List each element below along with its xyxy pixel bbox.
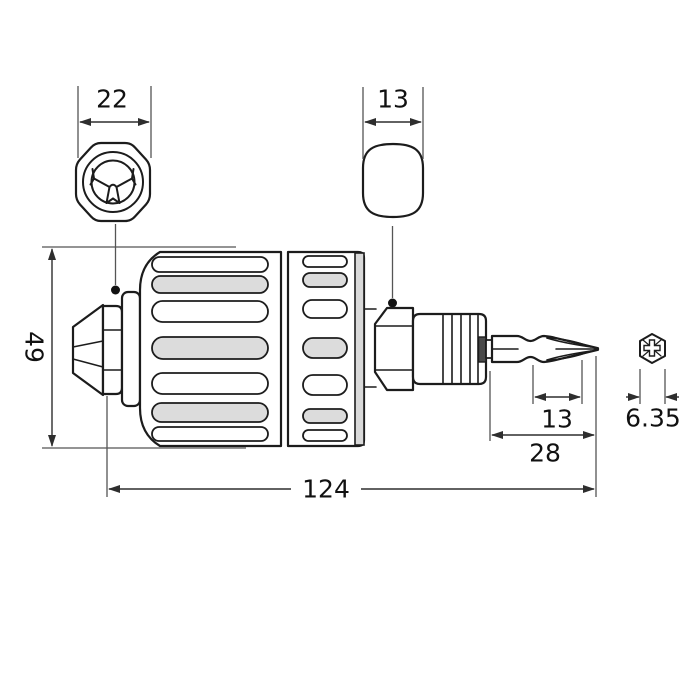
- sleeve-end-leader-dot: [388, 298, 397, 308]
- front-view-sleeve-end: [361, 142, 425, 308]
- dim-chuck-face-width: 22: [77, 85, 152, 158]
- dim-bit-hex-size-label: 6.35: [625, 404, 681, 433]
- bit-hex-cross-ticks: [642, 339, 662, 357]
- dim-bit-exposed-length: 28: [489, 371, 595, 468]
- dim-body-diameter: 49: [20, 246, 246, 449]
- grip-rear-band: [354, 252, 365, 446]
- nose-cone: [71, 303, 105, 397]
- grip-front-ribs: [151, 256, 269, 442]
- dim-chuck-face-width-label: 22: [96, 85, 128, 114]
- hex-shank-facet-lines: [375, 325, 414, 371]
- dimensions: 22 13 49 13 28: [20, 85, 681, 504]
- dim-overall-length-label: 124: [302, 475, 350, 504]
- dim-bit-hex-size: 6.35: [625, 369, 681, 433]
- quick-release-sleeve: [411, 312, 488, 386]
- dim-sleeve-end-width: 13: [362, 85, 424, 159]
- side-view-assembly: [71, 250, 600, 448]
- chuck-face-leader-dot: [111, 285, 120, 295]
- dim-bit-exposed-length-label: 28: [529, 439, 561, 468]
- sleeve-end-outline: [361, 142, 425, 219]
- nose-cone-jaw-seams: [72, 340, 104, 368]
- dim-overall-length: 124: [106, 356, 597, 504]
- sleeve-end-cap: [477, 336, 487, 363]
- chuck-nut-facet-lines: [102, 329, 123, 371]
- dim-bit-tip-length: 13: [532, 360, 583, 434]
- dim-bit-tip-length-label: 13: [541, 405, 573, 434]
- dim-body-diameter-label: 49: [20, 331, 49, 363]
- front-view-chuck-face: [74, 141, 152, 295]
- end-view-bit-hex: [639, 333, 666, 364]
- hex-shank: [373, 306, 415, 392]
- dim-sleeve-end-width-label: 13: [377, 85, 409, 114]
- phillips-bit-outline: [490, 334, 600, 364]
- grip-rear-ribs: [302, 255, 348, 442]
- chuck-nut: [101, 304, 124, 396]
- chuck-face-inner-ring: [90, 159, 136, 205]
- rear-neck: [363, 309, 376, 387]
- phillips-flutes: [546, 337, 598, 361]
- collar-ring: [120, 290, 142, 408]
- sleeve-ridges: [442, 314, 479, 384]
- chuck-jaws-symbol: [89, 168, 137, 204]
- rear-neck-lines: [362, 308, 377, 388]
